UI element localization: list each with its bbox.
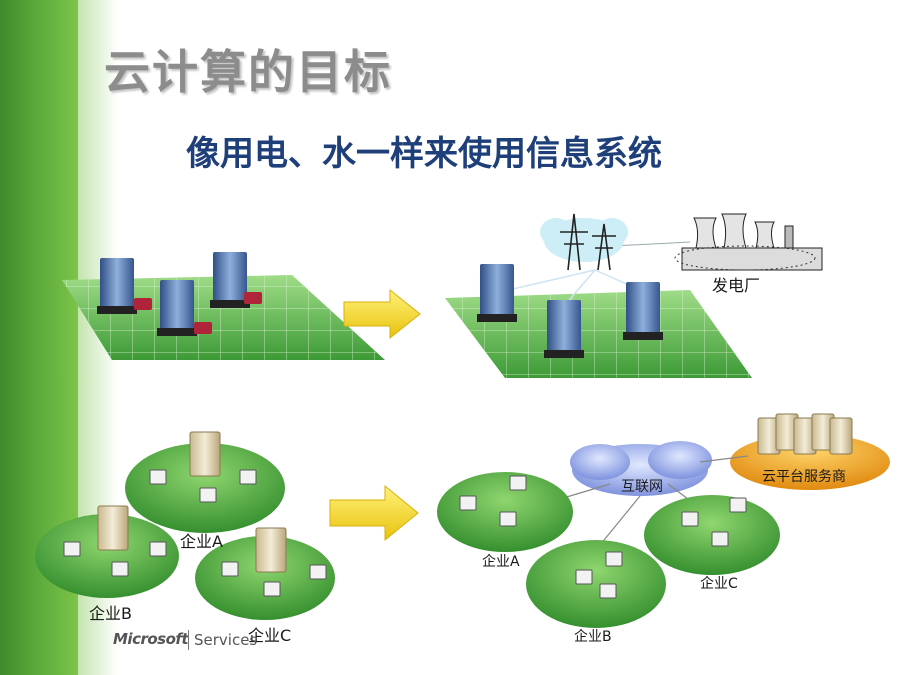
building-icon xyxy=(623,282,663,340)
enterprise-c-label-left: 企业C xyxy=(248,626,292,645)
slide-title: 云计算的目标 xyxy=(104,45,392,99)
power-plant-icon xyxy=(674,213,823,271)
generator-icon xyxy=(134,292,262,334)
enterprise-b-cloud-network xyxy=(526,540,666,628)
enterprise-c-network xyxy=(195,527,335,620)
transition-arrow-bottom xyxy=(329,484,419,542)
internet-cloud-icon xyxy=(570,441,712,496)
enterprise-a-label-left: 企业A xyxy=(180,532,223,551)
enterprise-c-label-right: 企业C xyxy=(700,576,738,592)
enterprise-a-label-right: 企业A xyxy=(482,554,520,570)
enterprise-a-network xyxy=(125,431,285,533)
cloud-provider-label: 云平台服务商 xyxy=(762,469,846,485)
enterprise-b-label-left: 企业B xyxy=(89,604,132,623)
footer-divider xyxy=(188,630,189,650)
transition-arrow-top xyxy=(343,288,421,340)
workstation-icons-left xyxy=(63,469,327,597)
enterprise-b-network xyxy=(35,505,179,598)
pylon-cloud-icon xyxy=(540,213,628,271)
services-label: Services xyxy=(194,631,258,649)
top-left-grid-plane xyxy=(62,275,385,360)
building-icon xyxy=(97,258,137,314)
internet-label: 互联网 xyxy=(621,479,663,495)
building-icon xyxy=(157,280,197,336)
microsoft-logo: Microsoft xyxy=(113,630,189,648)
building-icon xyxy=(544,300,584,358)
power-plant-label: 发电厂 xyxy=(712,276,761,295)
workstation-icons-right xyxy=(459,475,747,599)
top-right-grid-plane xyxy=(445,290,752,378)
building-icon xyxy=(210,252,250,308)
cloud-provider-platform xyxy=(730,413,890,490)
slide-subtitle: 像用电、水一样来使用信息系统 xyxy=(186,134,662,174)
building-icon xyxy=(477,264,517,322)
enterprise-b-label-right: 企业B xyxy=(574,629,612,645)
